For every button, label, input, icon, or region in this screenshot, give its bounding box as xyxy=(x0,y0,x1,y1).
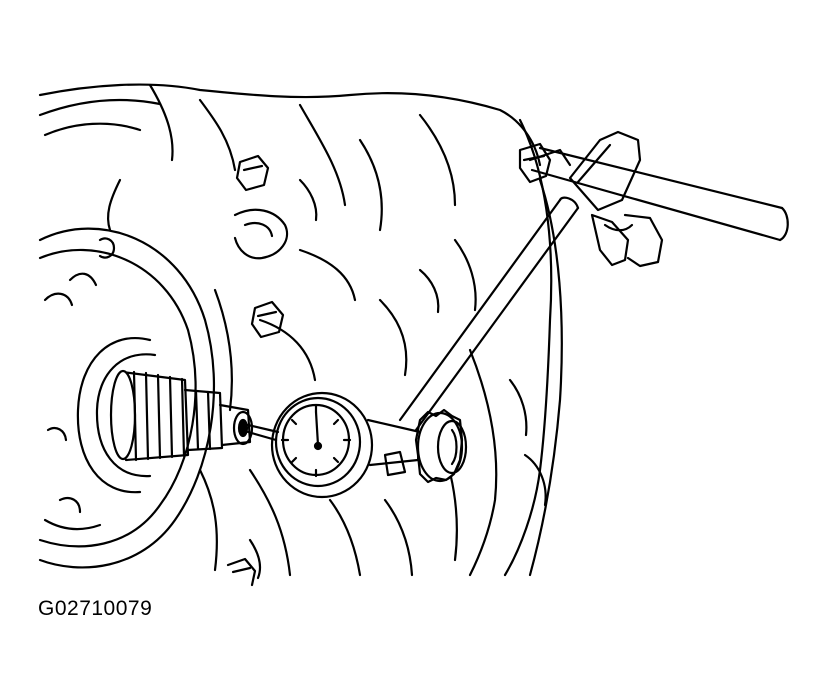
input-shaft xyxy=(111,371,252,460)
extension-rod xyxy=(520,144,788,240)
indicator-knob xyxy=(416,410,466,482)
housing-bolt-lower xyxy=(228,559,255,585)
housing-bolt-middle xyxy=(252,302,283,337)
technical-illustration xyxy=(0,0,820,590)
dial-indicator xyxy=(248,393,420,497)
support-arm xyxy=(400,198,578,430)
figure-id-label: G02710079 xyxy=(38,597,153,620)
pump-flange xyxy=(40,229,214,568)
shaft-bore xyxy=(78,338,155,492)
housing-bolt-upper xyxy=(237,156,268,190)
holder-clamp xyxy=(570,132,662,266)
transmission-housing xyxy=(40,85,570,578)
